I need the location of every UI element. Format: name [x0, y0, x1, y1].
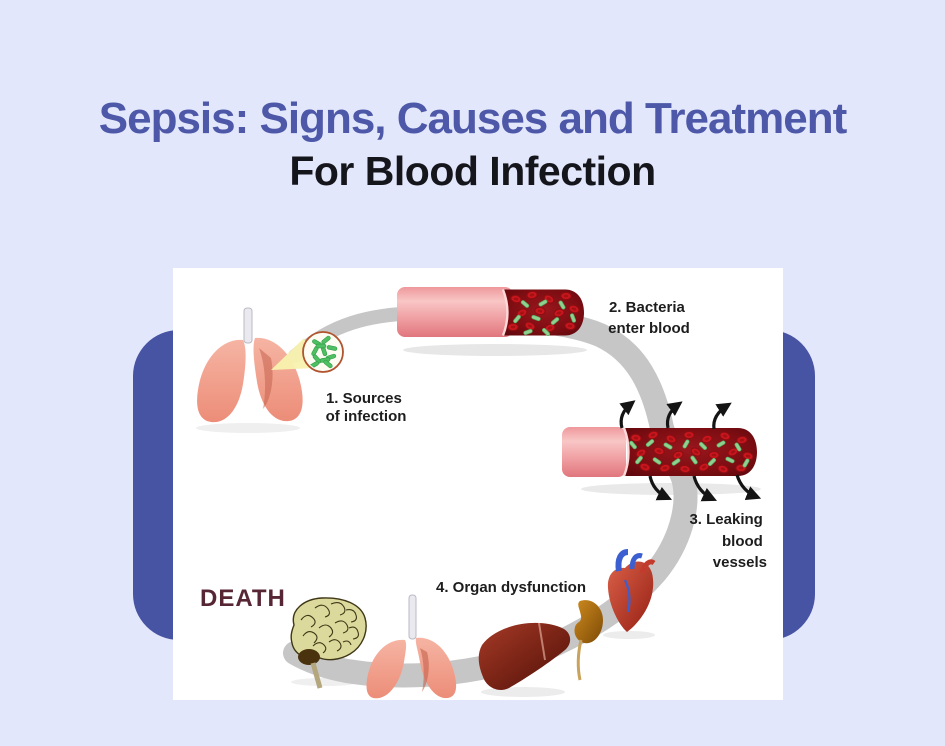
step4-label: 4. Organ dysfunction [436, 579, 586, 596]
step3-label: 3. Leaking blood vessels [689, 511, 767, 571]
lungs-infection-icon [197, 307, 303, 423]
leaking-vessel-icon [562, 427, 757, 477]
kidney-icon [574, 600, 603, 681]
organ-lungs-icon [366, 594, 457, 699]
page-title: Sepsis: Signs, Causes and Treatment [98, 94, 847, 143]
liver-icon [478, 622, 571, 690]
header: Sepsis: Signs, Causes and Treatment For … [0, 94, 945, 194]
step1-label: 1. Sources of infection [326, 390, 407, 425]
page-subtitle: For Blood Infection [289, 147, 656, 194]
step2-label: 2. Bacteria enter blood [608, 299, 690, 337]
death-label: DEATH [200, 585, 286, 612]
bacteria-vessel-icon [397, 287, 584, 337]
diagram-panel: 1. Sources of infection 2. Bacteria ente… [173, 268, 783, 700]
bacteria-magnifier-icon [302, 331, 344, 373]
sepsis-flow-diagram: 1. Sources of infection 2. Bacteria ente… [196, 287, 767, 699]
heart-icon [607, 549, 656, 632]
leak-arrows [619, 400, 762, 502]
brain-icon [290, 597, 367, 689]
